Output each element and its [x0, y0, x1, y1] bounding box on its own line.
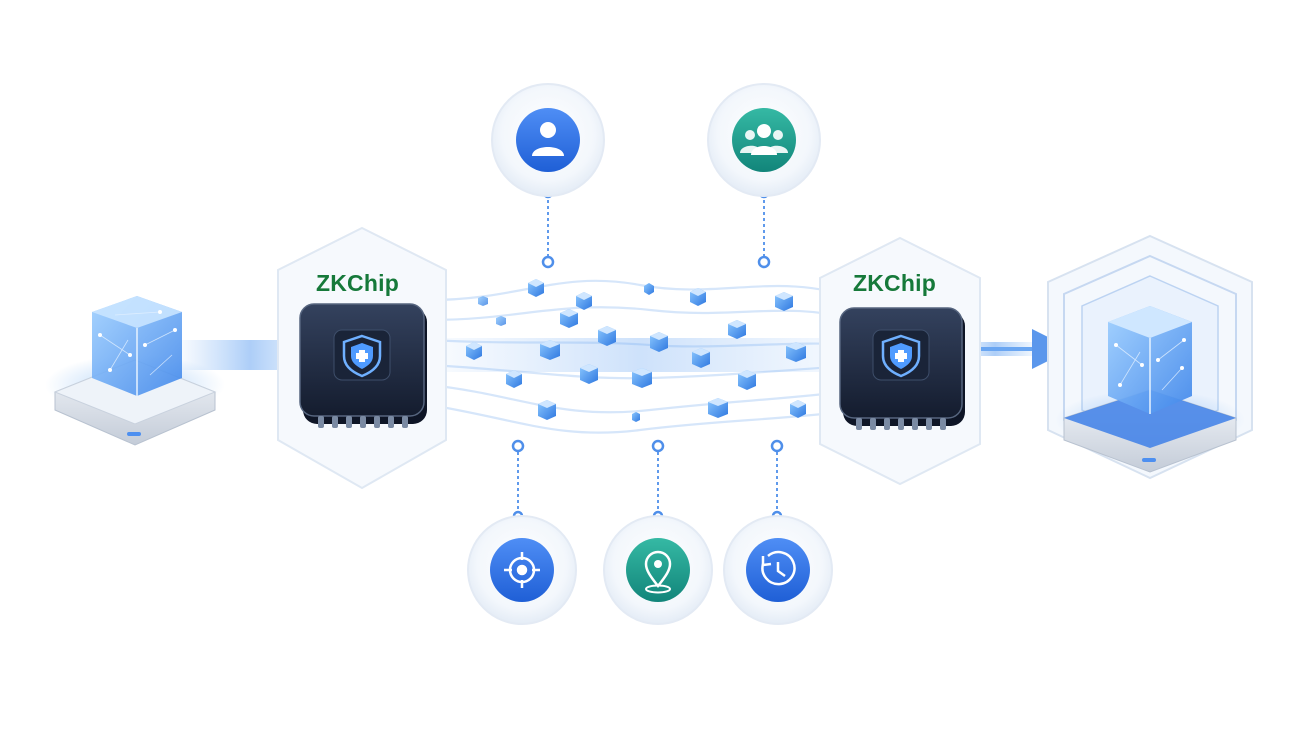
- data-block: [690, 288, 706, 306]
- data-block: [496, 316, 506, 326]
- group-icon: [740, 124, 788, 155]
- data-block: [580, 364, 598, 384]
- data-block: [538, 400, 556, 420]
- data-block: [632, 368, 652, 388]
- data-block: [644, 283, 654, 295]
- data-block: [506, 370, 522, 388]
- shield-check-icon: [881, 334, 921, 378]
- user-bubble: [491, 83, 605, 197]
- data-block: [528, 279, 544, 297]
- data-block: [466, 342, 482, 360]
- data-block: [560, 309, 578, 328]
- clock-icon: [761, 550, 796, 586]
- data-block: [650, 332, 668, 352]
- destination-secure-cube-device: [1047, 234, 1253, 480]
- target-bubble: [467, 515, 577, 625]
- data-block: [478, 296, 488, 306]
- data-block: [576, 292, 592, 310]
- user-icon: [532, 122, 564, 156]
- top-connectors: [547, 194, 765, 262]
- group-bubble: [707, 83, 821, 197]
- data-block: [790, 400, 806, 418]
- target-icon: [504, 552, 540, 588]
- data-block: [786, 342, 806, 362]
- data-block: [632, 412, 640, 422]
- data-block: [540, 340, 560, 360]
- zkchip-right-label: ZKChip: [853, 270, 936, 296]
- data-block: [708, 398, 728, 418]
- bottom-connector-nodes: [511, 439, 784, 522]
- zkchip-left-module: [277, 226, 447, 490]
- data-block: [692, 348, 710, 368]
- shield-check-icon: [342, 334, 382, 378]
- data-block: [728, 320, 746, 339]
- bottom-connectors: [517, 446, 778, 516]
- data-block: [738, 370, 756, 390]
- zkchip-left-label: ZKChip: [316, 270, 399, 296]
- data-block: [598, 326, 616, 346]
- encrypted-data-blocks: [466, 279, 806, 422]
- location-pin-icon: [644, 550, 672, 594]
- clock-bubble: [723, 515, 833, 625]
- source-data-cube-device: [45, 296, 225, 446]
- location-bubble: [603, 515, 713, 625]
- zkchip-left-processor: [299, 303, 427, 428]
- data-block: [775, 292, 793, 311]
- zkchip-right-module: [819, 236, 981, 486]
- zkchip-right-processor: [839, 307, 965, 430]
- top-connector-nodes: [541, 187, 771, 269]
